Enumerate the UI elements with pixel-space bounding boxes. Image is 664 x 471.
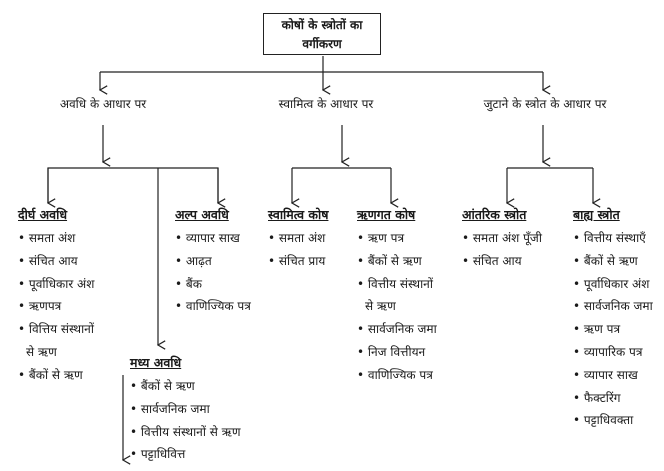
group-title-alpa: अल्प अवधि xyxy=(175,207,229,222)
group-title-madhya: मध्य अवधि xyxy=(130,355,182,370)
list-item: समता अंश पूँजी xyxy=(462,230,542,246)
list-item: बैंकों से ऋण xyxy=(573,253,638,269)
group-title-dirgh: दीर्घ अवधि xyxy=(18,207,68,222)
group-title-swamitva: स्वामित्व कोष xyxy=(268,207,329,222)
basis-source: जुटाने के स्त्रोत के आधार पर xyxy=(483,97,607,111)
list-item: वित्तीय संस्थाएँ xyxy=(573,230,646,246)
list-item: ऋण पत्र xyxy=(357,230,404,246)
list-item: व्यापारिक पत्र xyxy=(573,344,643,360)
list-item: ऋण पत्र xyxy=(573,321,620,337)
group-title-bahya: बाह्य स्त्रोत xyxy=(573,207,620,222)
list-item: वित्तीय संस्थानों से ऋण xyxy=(130,424,241,440)
list-item: पूर्वाधिकार अंश xyxy=(18,276,94,292)
list-item: पूर्वाधिकार अंश xyxy=(573,276,649,292)
list-item: व्यापार साख xyxy=(573,367,638,383)
list-item: संचित प्राय xyxy=(268,253,325,269)
basis-duration: अवधि के आधार पर xyxy=(59,97,147,111)
list-item: सार्वजनिक जमा xyxy=(357,321,437,337)
list-item: वित्तीय संस्थानों xyxy=(357,276,433,292)
list-item: बैंकों से ऋण xyxy=(130,378,195,394)
list-item: से ऋण xyxy=(365,299,396,314)
root-title-line1: कोषों के स्त्रोतों का xyxy=(281,18,363,32)
list-item: सार्वजनिक जमा xyxy=(130,401,210,417)
list-item: पट्टाधिवित्त xyxy=(130,446,185,462)
list-item: व्यापार साख xyxy=(175,230,240,246)
list-item: समता अंश xyxy=(18,230,75,246)
list-item: संचित आय xyxy=(462,253,522,269)
list-item: ऋणपत्र xyxy=(18,298,61,314)
root-node: कोषों के स्त्रोतों का वर्गीकरण xyxy=(263,13,381,55)
group-title-antarik: आंतरिक स्त्रोत xyxy=(462,207,527,222)
list-item: बैंकों से ऋण xyxy=(18,367,83,383)
group-title-rinagat: ऋणगत कोष xyxy=(357,207,416,222)
list-item: फैक्टरिंग xyxy=(573,390,621,406)
root-title-line2: वर्गीकरण xyxy=(302,37,342,51)
list-item: पट्टाधिवक्ता xyxy=(573,412,633,428)
list-item: सार्वजनिक जमा xyxy=(573,298,653,314)
list-item: बैंकों से ऋण xyxy=(357,253,422,269)
list-item: निज वित्तीयन xyxy=(357,344,425,360)
basis-ownership: स्वामित्व के आधार पर xyxy=(278,97,374,111)
list-item: संचित आय xyxy=(18,253,78,269)
list-item: समता अंश xyxy=(268,230,325,246)
list-item: बैंक xyxy=(175,276,202,292)
list-item: वाणिज्यिक पत्र xyxy=(175,298,251,314)
list-item: आढ़त xyxy=(175,253,212,269)
list-item: वित्तिय संस्थानों xyxy=(18,321,94,337)
list-item: से ऋण xyxy=(26,345,57,359)
list-item: वाणिज्यिक पत्र xyxy=(357,367,433,383)
